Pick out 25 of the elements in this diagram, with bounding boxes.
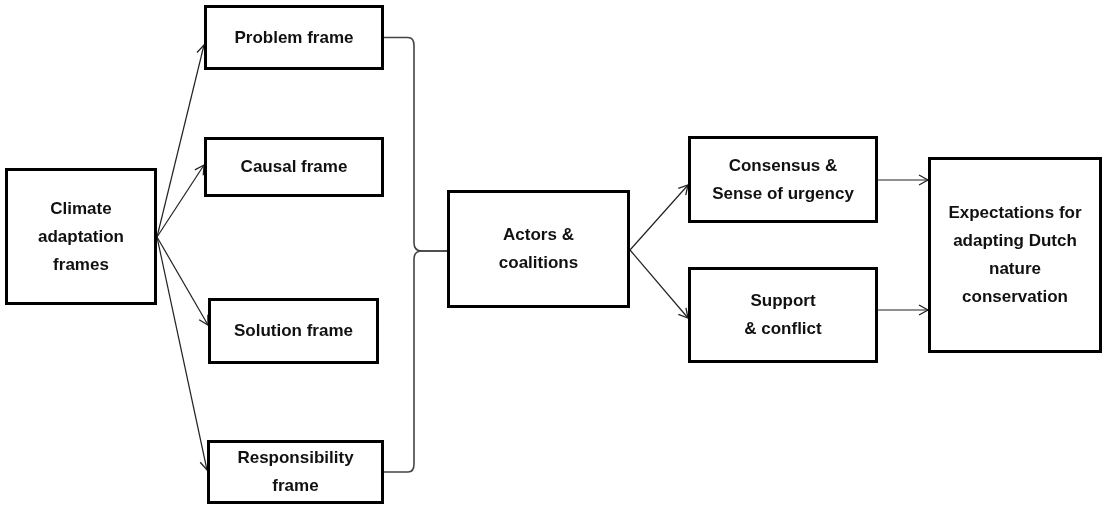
brace-connector bbox=[383, 250, 448, 473]
arrow bbox=[877, 174, 929, 186]
arrow bbox=[629, 184, 689, 251]
box-label: Solution frame bbox=[234, 320, 353, 342]
box-label: Responsibility frame bbox=[236, 447, 355, 497]
arrow bbox=[156, 164, 205, 238]
process-box bbox=[928, 157, 1102, 353]
process-box bbox=[204, 5, 384, 70]
process-box bbox=[688, 267, 878, 363]
process-box bbox=[5, 168, 157, 305]
process-box bbox=[207, 440, 384, 504]
arrow bbox=[156, 236, 209, 326]
box-label: Climate adaptation frames bbox=[37, 197, 125, 276]
box-label: Actors & coalitions bbox=[497, 224, 580, 274]
arrow bbox=[877, 304, 929, 316]
box-label: Support & conflict bbox=[743, 290, 823, 340]
box-label: Consensus & Sense of urgency bbox=[711, 154, 855, 205]
process-box bbox=[688, 136, 878, 223]
process-box bbox=[204, 137, 384, 197]
process-box bbox=[208, 298, 379, 364]
box-label: Problem frame bbox=[234, 26, 354, 49]
arrow bbox=[629, 249, 689, 319]
process-box bbox=[447, 190, 630, 308]
box-label: Expectations for adapting Dutch nature conservation bbox=[947, 202, 1083, 308]
box-label: Causal frame bbox=[240, 156, 348, 178]
